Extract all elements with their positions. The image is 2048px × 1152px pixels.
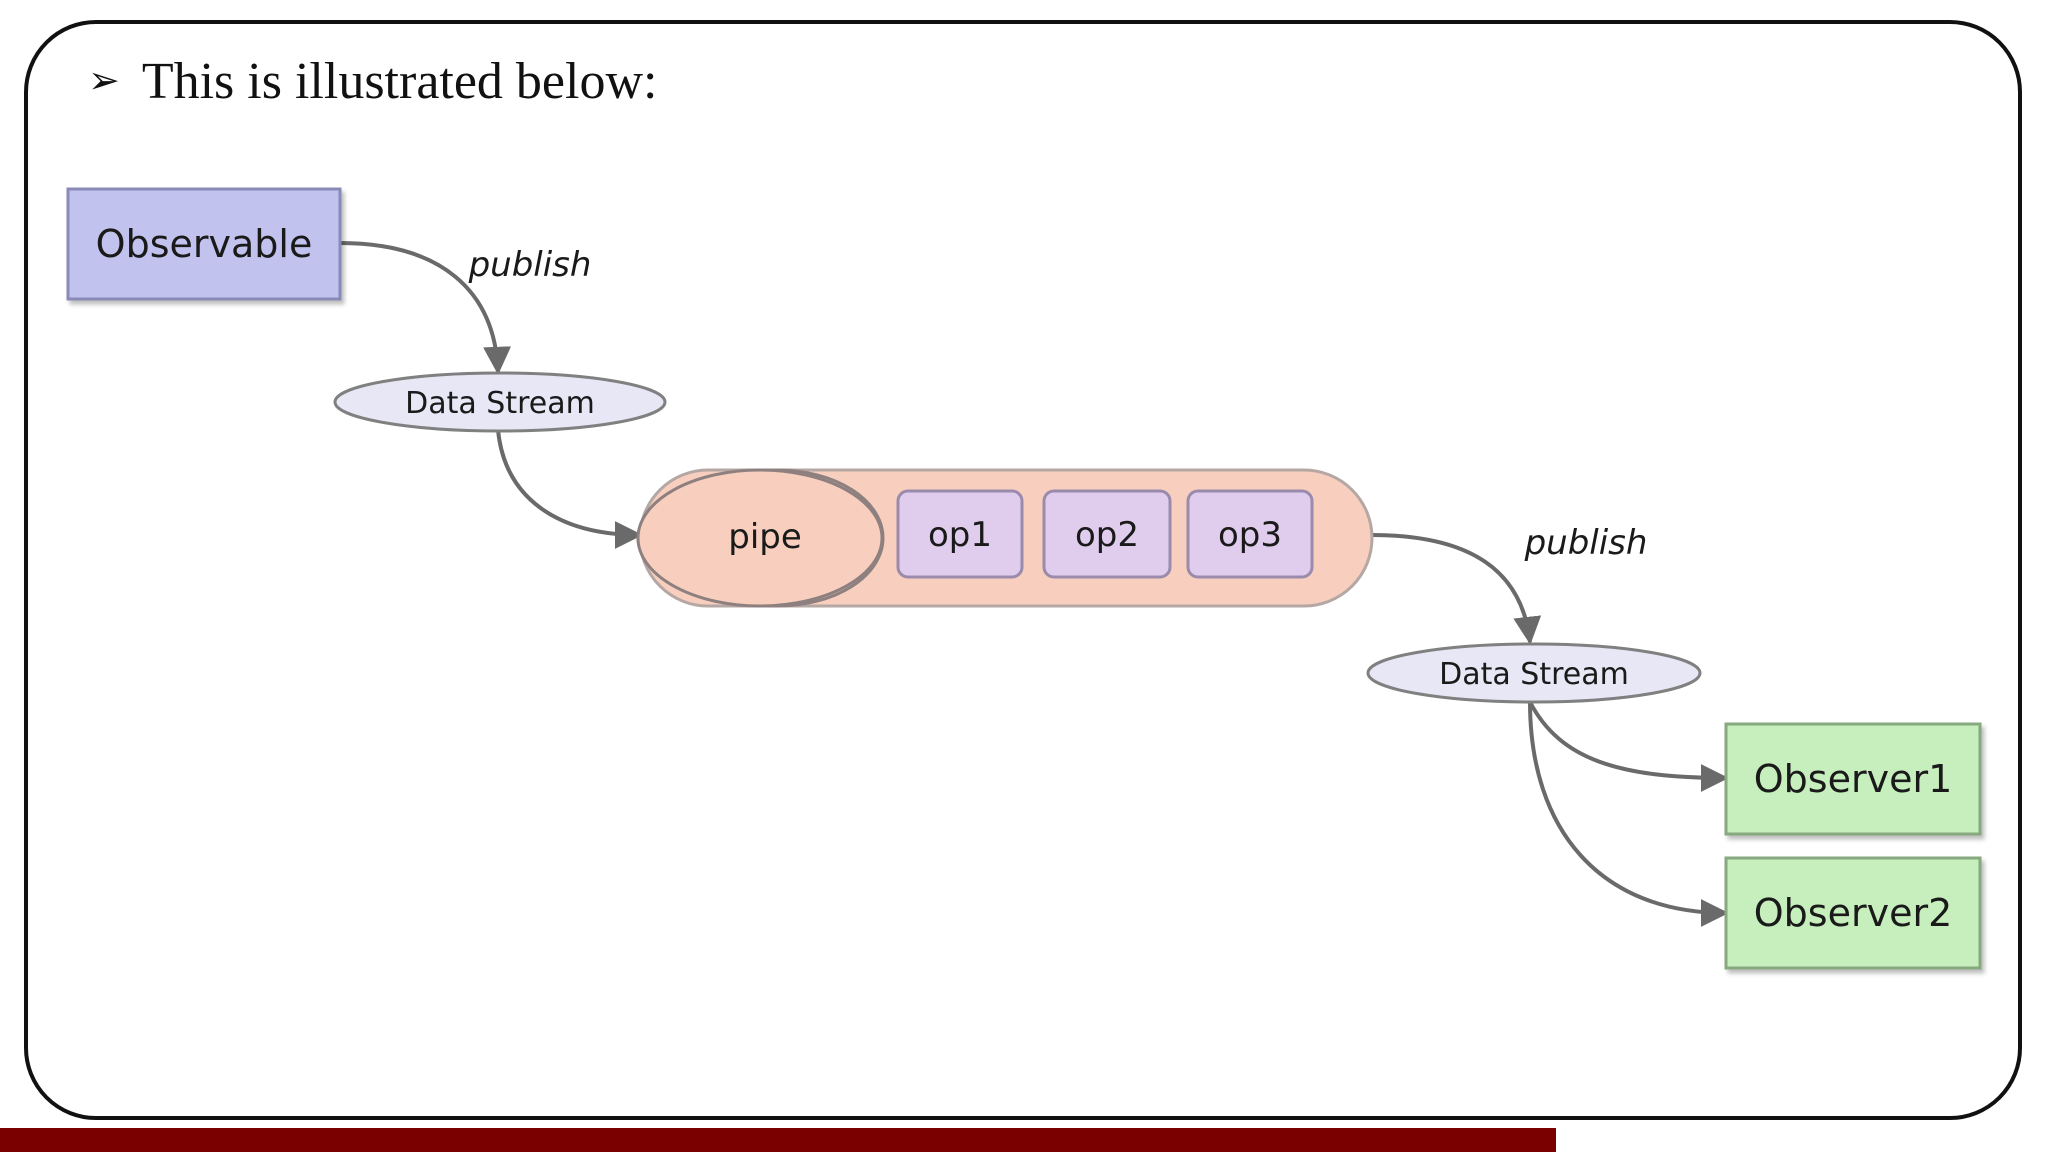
arrow-stream-to-observer2 bbox=[1528, 701, 1729, 927]
bullet-line: ➢ This is illustrated below: bbox=[88, 56, 657, 108]
data-stream-node-1: Data Stream bbox=[333, 371, 667, 433]
op2-box bbox=[1042, 489, 1172, 579]
observer2-node: Observer2 bbox=[1724, 856, 1982, 970]
observable-box bbox=[66, 187, 342, 301]
arrowhead-bullet-icon: ➢ bbox=[88, 58, 120, 102]
bullet-text: This is illustrated below: bbox=[141, 53, 658, 110]
pipe-label: pipe bbox=[728, 517, 802, 557]
op2-label: op2 bbox=[1075, 515, 1139, 555]
pipe-head-ellipse bbox=[636, 468, 884, 608]
observable-node: Observable bbox=[66, 187, 342, 301]
data-stream-label-1: Data Stream bbox=[405, 386, 595, 421]
data-stream-label-2: Data Stream bbox=[1439, 657, 1629, 692]
op3-label: op3 bbox=[1218, 515, 1282, 555]
publish-label-1: publish bbox=[468, 245, 592, 285]
data-stream-ellipse-1 bbox=[333, 371, 667, 433]
arrow-observable-to-stream bbox=[339, 241, 512, 375]
observable-label: Observable bbox=[96, 222, 313, 266]
data-stream-ellipse-2 bbox=[1366, 642, 1702, 704]
publish-label-2: publish bbox=[1524, 523, 1648, 563]
arrow-stream-to-pipe bbox=[496, 429, 643, 549]
observer1-label: Observer1 bbox=[1754, 757, 1953, 801]
op1-label: op1 bbox=[928, 515, 992, 555]
op3-box bbox=[1186, 489, 1314, 579]
footer-bar bbox=[0, 1128, 1556, 1152]
arrow-stream-to-observer1 bbox=[1528, 701, 1729, 792]
data-stream-node-2: Data Stream bbox=[1366, 642, 1702, 704]
pipe-node: pipe op1 op2 op3 bbox=[636, 468, 1374, 608]
arrow-pipe-to-stream bbox=[1371, 533, 1542, 645]
observer2-box bbox=[1724, 856, 1982, 970]
op1-box bbox=[896, 489, 1024, 579]
observer1-box bbox=[1724, 722, 1982, 836]
observer1-node: Observer1 bbox=[1724, 722, 1982, 836]
observer2-label: Observer2 bbox=[1754, 891, 1953, 935]
